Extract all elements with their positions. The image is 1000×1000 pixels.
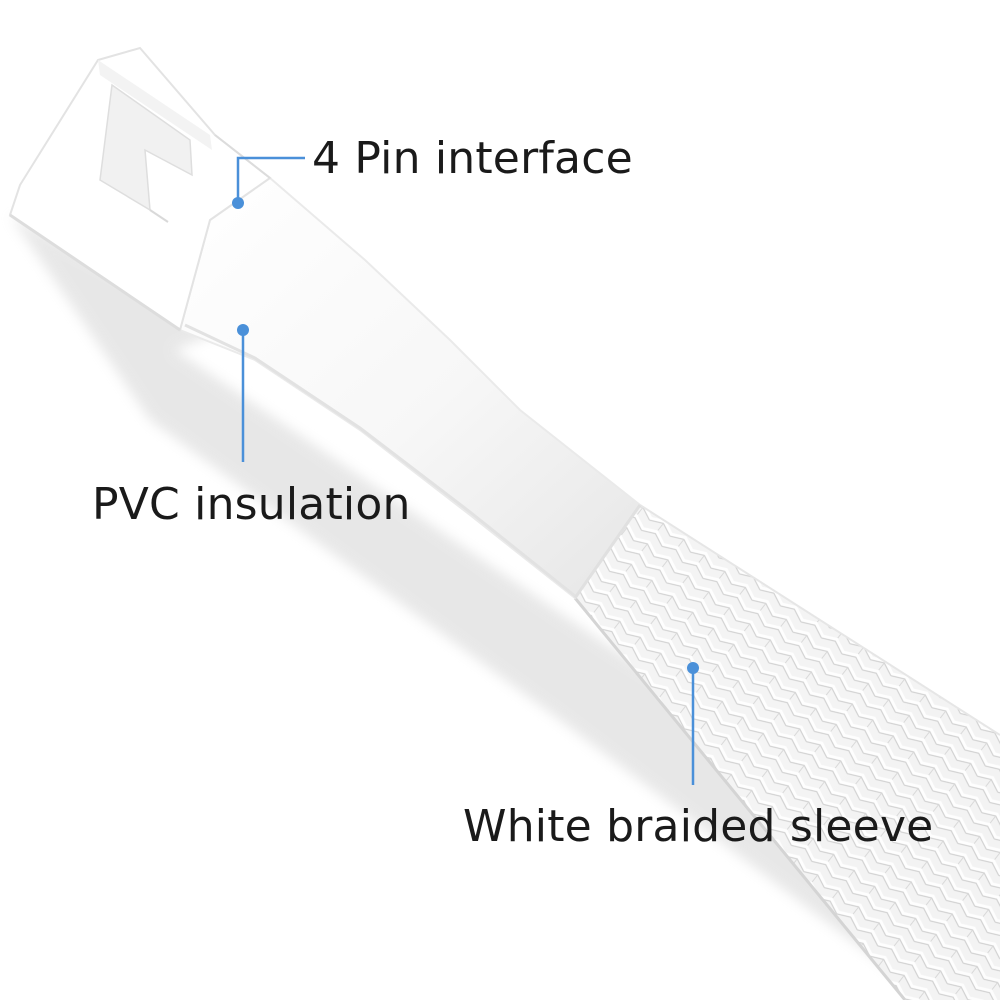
connector-head [8, 46, 272, 332]
connector-slot [99, 83, 193, 212]
braided-sleeve-label: White braided sleeve [463, 801, 934, 852]
callout-dot [232, 197, 244, 209]
pin-interface-label: 4 Pin interface [312, 133, 633, 184]
pvc-insulation-label: PVC insulation [92, 479, 411, 530]
callout-dot [237, 324, 249, 336]
callout-pin-interface [232, 156, 305, 209]
braided-sleeve [573, 504, 1000, 1000]
callout-pvc-insulation [237, 324, 249, 462]
callout-dot [687, 662, 699, 674]
callout-braided-sleeve [687, 662, 699, 785]
